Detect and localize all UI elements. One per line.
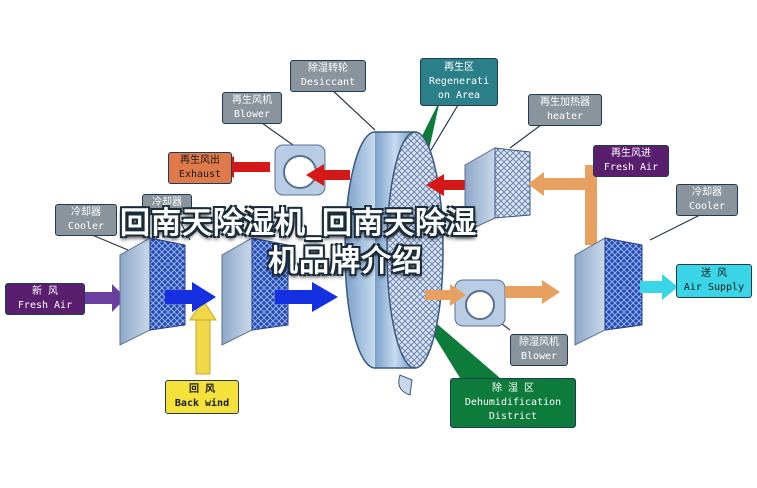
mid-cooler-label: 冷却器 bbox=[142, 194, 192, 212]
blue-arrow-1 bbox=[165, 282, 216, 312]
heater-to-wheel-arrow bbox=[426, 174, 470, 196]
left-cooler-unit bbox=[119, 237, 186, 346]
desiccant-wheel bbox=[344, 131, 444, 396]
back-wind-arrow bbox=[189, 299, 217, 375]
right-cooler-unit bbox=[574, 237, 643, 346]
regen-heater-unit bbox=[464, 147, 531, 233]
air-supply-arrow bbox=[640, 274, 678, 300]
mid-cooler-unit bbox=[221, 237, 289, 346]
fresh-air-arrow bbox=[85, 284, 126, 312]
leader-lines bbox=[84, 87, 701, 331]
overlay-title-line2: 机品牌介绍 bbox=[268, 244, 423, 279]
dehum-arrows bbox=[425, 280, 560, 306]
overlay-title-line1: 回南天除湿机_回南天除湿 bbox=[120, 206, 477, 241]
dehum-blower-fan bbox=[454, 279, 506, 327]
blue-arrow-2 bbox=[275, 282, 338, 312]
wheel-to-blower-arrow bbox=[306, 164, 350, 186]
regen-fresh-air-arrow bbox=[528, 165, 597, 245]
overlay-title: 回南天除湿机_回南天除湿 机品牌介绍 bbox=[120, 205, 640, 281]
